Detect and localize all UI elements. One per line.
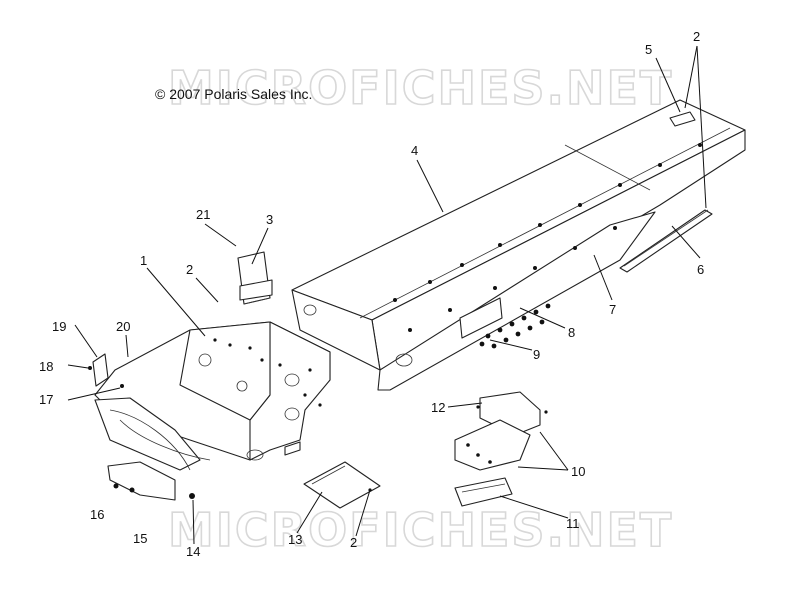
callout-15: 15 [133,531,147,546]
callout-3: 3 [266,212,273,227]
callout-2a: 2 [186,262,193,277]
callout-1: 1 [140,253,147,268]
callout-17: 17 [39,392,53,407]
part-10-shields [454,391,541,471]
callout-18: 18 [39,359,53,374]
callout-labels: 1 2 2 2 3 4 5 6 7 8 9 10 11 12 13 14 15 … [39,29,704,559]
callout-12: 12 [431,400,445,415]
part-13-plate [303,461,381,509]
callout-19: 19 [52,319,66,334]
callout-2c: 2 [693,29,700,44]
part-6-rail [619,209,713,273]
leader-lines [67,45,707,545]
callout-11: 11 [566,516,580,531]
callout-13: 13 [288,532,302,547]
part-8-plate [459,297,503,339]
callout-9: 9 [533,347,540,362]
part-tunnel [291,99,746,391]
part-5-clip [669,111,696,127]
callout-7: 7 [609,302,616,317]
watermark-top: MICROFICHES.NET [168,61,673,115]
part-bulkhead [94,321,331,501]
fasteners [88,366,548,499]
callout-2b: 2 [350,535,357,550]
callout-10: 10 [571,464,585,479]
callout-14: 14 [186,544,200,559]
callout-21: 21 [196,207,210,222]
copyright-notice: © 2007 Polaris Sales Inc. [155,86,313,102]
part-19-bracket [92,353,109,387]
callout-20: 20 [116,319,130,334]
callout-4: 4 [411,143,418,158]
watermark-bottom: MICROFICHES.NET [168,503,673,557]
callout-6: 6 [697,262,704,277]
callout-8: 8 [568,325,575,340]
callout-5: 5 [645,42,652,57]
callout-16: 16 [90,507,104,522]
